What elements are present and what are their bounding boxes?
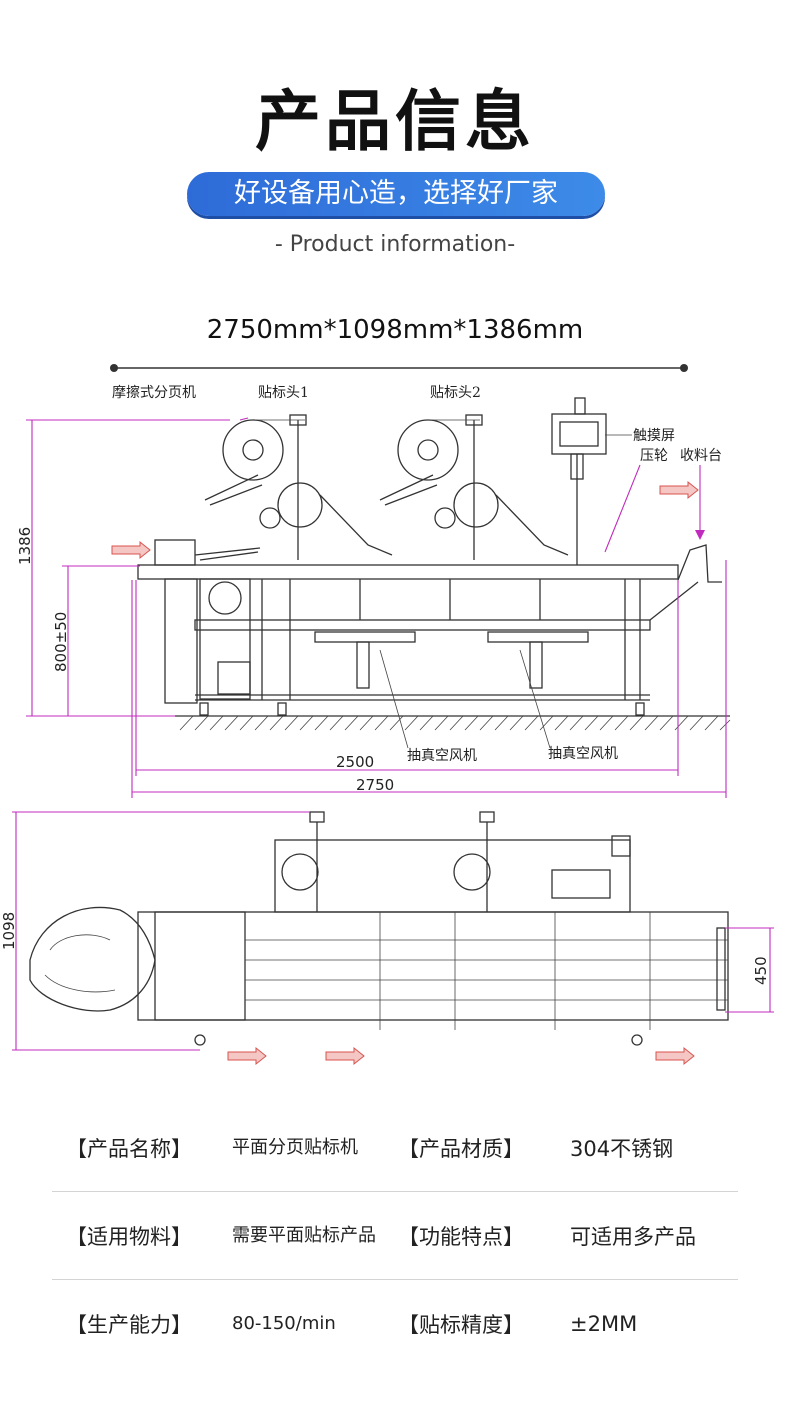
slogan-banner: 好设备用心造，选择好厂家 — [187, 172, 605, 216]
ground-hatch — [175, 715, 731, 731]
spec-value: 80-150/min — [232, 1313, 336, 1334]
spec-key: 【生产能力】 — [66, 1313, 192, 1337]
dim-height: 1386 — [16, 527, 34, 565]
label-collector: 收料台 — [680, 448, 722, 464]
dim-total-length: 2750 — [356, 776, 394, 794]
dim-belt-width: 450 — [752, 956, 770, 985]
spec-key: 【产品名称】 — [66, 1137, 192, 1161]
top-dimension-lines — [12, 811, 774, 1051]
spec-value: 需要平面贴标产品 — [232, 1225, 376, 1246]
top-view-frame — [29, 811, 729, 1046]
label-head1: 贴标头1 — [258, 385, 309, 401]
spec-row: 【产品名称】 平面分页贴标机 【产品材质】 304不锈钢 — [52, 1105, 738, 1192]
spec-row: 【适用物料】 需要平面贴标产品 【功能特点】 可适用多产品 — [52, 1193, 738, 1280]
spec-value: ±2MM — [570, 1312, 638, 1336]
overall-dimensions: 2750mm*1098mm*1386mm — [206, 315, 584, 345]
divider-dot-left — [110, 364, 118, 372]
label-press-wheel: 压轮 — [640, 448, 668, 464]
page-title: 产品信息 — [255, 83, 535, 160]
section-subtitle: - Product information- — [274, 232, 516, 257]
label-touchscreen: 触摸屏 — [633, 428, 675, 444]
labeling-head-1 — [204, 414, 393, 560]
spec-row: 【生产能力】 80-150/min 【贴标精度】 ±2MM — [52, 1281, 738, 1367]
dim-inner-length: 2500 — [336, 753, 374, 771]
spec-value: 平面分页贴标机 — [232, 1137, 358, 1158]
spec-key: 【功能特点】 — [398, 1225, 524, 1249]
label-vacuum-fan-1: 抽真空风机 — [407, 748, 477, 764]
divider-dot-right — [680, 364, 688, 372]
machine-drawing: 摩擦式分页机 贴标头1 贴标头2 触摸屏 压轮 收料台 — [0, 364, 774, 1066]
flow-arrows-side — [111, 480, 699, 560]
label-feeder: 摩擦式分页机 — [112, 384, 196, 401]
touchscreen — [551, 397, 632, 565]
spec-value: 可适用多产品 — [570, 1225, 696, 1249]
labeling-head-2 — [379, 414, 569, 560]
dim-table-height: 800±50 — [52, 612, 70, 672]
side-view-frame — [137, 539, 722, 716]
spec-key: 【产品材质】 — [398, 1137, 524, 1161]
spec-value: 304不锈钢 — [570, 1137, 674, 1161]
vacuum-fans — [314, 631, 589, 749]
spec-key: 【贴标精度】 — [398, 1313, 524, 1337]
label-vacuum-fan-2: 抽真空风机 — [548, 746, 618, 762]
side-dimension-lines — [26, 419, 727, 798]
dim-width: 1098 — [0, 912, 18, 950]
label-head2: 贴标头2 — [430, 385, 481, 401]
spec-key: 【适用物料】 — [66, 1225, 192, 1249]
flow-arrows-top — [227, 1046, 695, 1066]
